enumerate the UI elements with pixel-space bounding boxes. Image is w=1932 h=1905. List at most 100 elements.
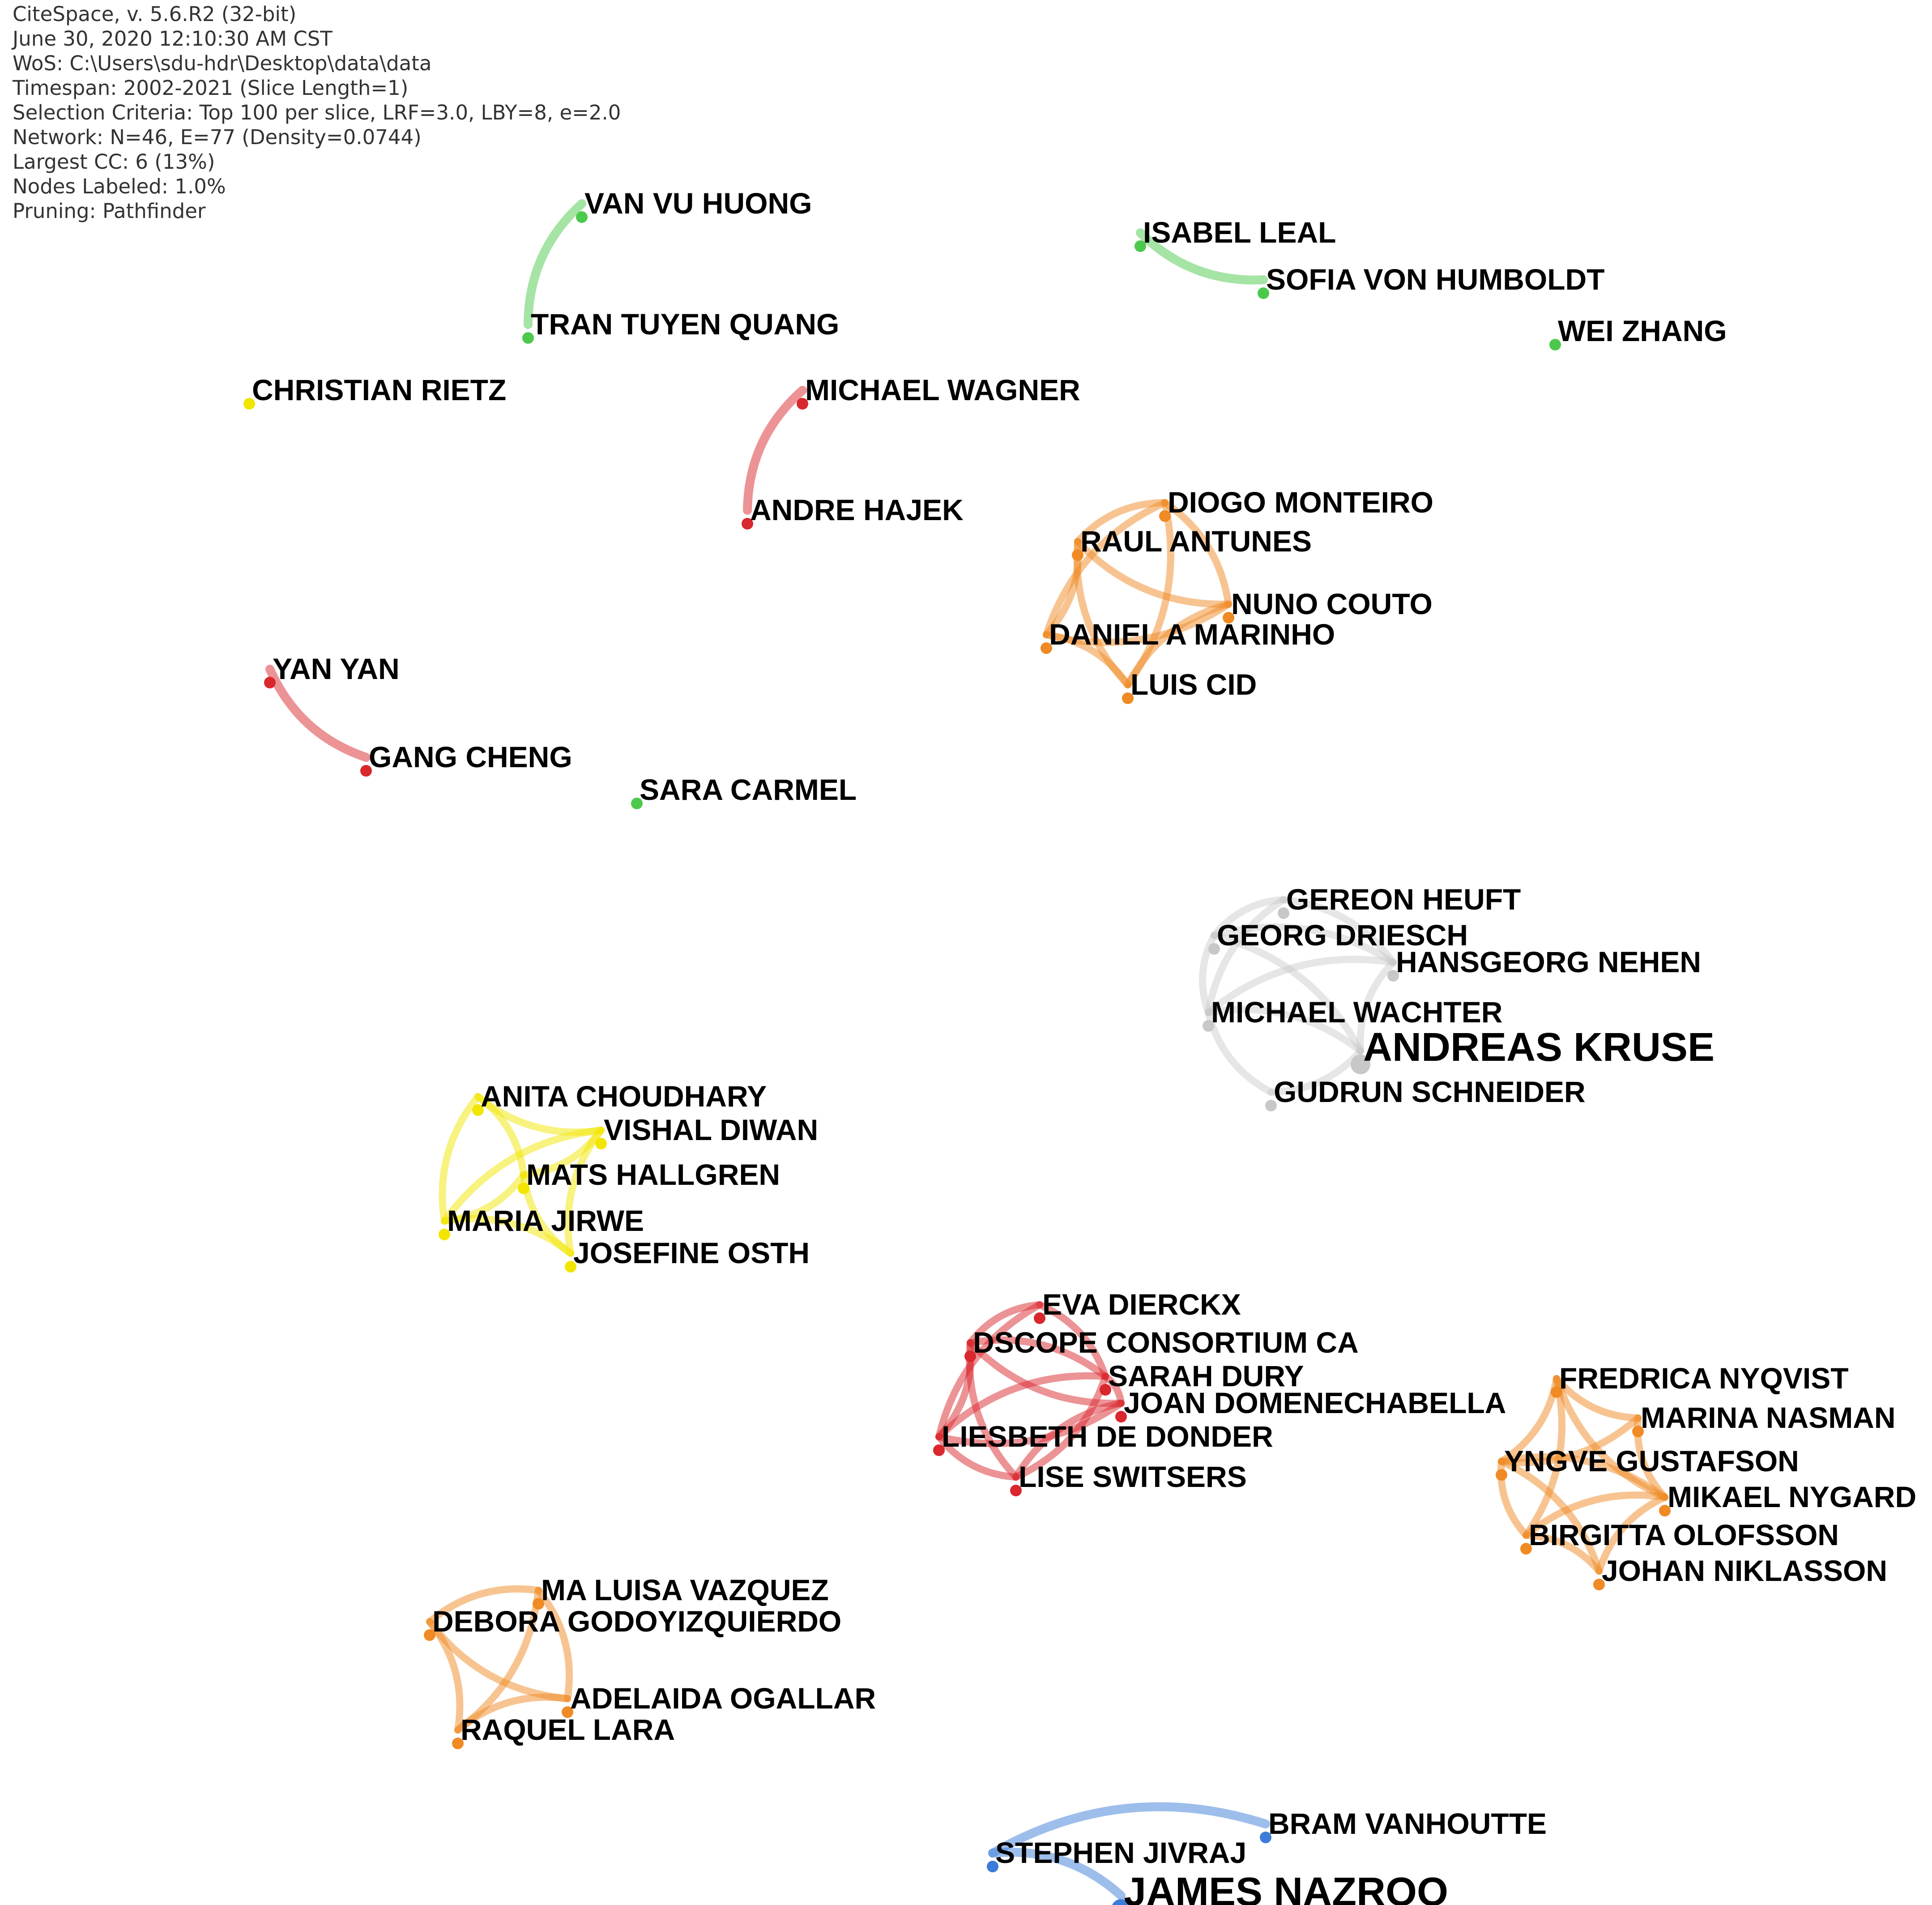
author-label-joan-domenechabella: JOAN DOMENECHABELLA [1124, 1386, 1506, 1419]
author-node-james-nazroo[interactable] [1111, 1899, 1131, 1905]
author-node-anita-choudhary[interactable] [472, 1104, 484, 1116]
author-node-christian-rietz[interactable] [243, 398, 255, 410]
author-label-lise-switsers: LISE SWITSERS [1019, 1460, 1247, 1493]
author-node-luis-cid[interactable] [1122, 692, 1134, 704]
author-node-michael-wachter[interactable] [1203, 1020, 1214, 1032]
coauthor-edge [743, 386, 807, 515]
author-node-mats-hallgren[interactable] [518, 1183, 529, 1194]
author-label-diogo-monteiro: DIOGO MONTEIRO [1168, 486, 1433, 519]
author-node-liesbeth-de-donder[interactable] [933, 1444, 945, 1456]
author-label-mikael-nygard: MIKAEL NYGARD [1668, 1480, 1916, 1513]
author-label-birgitta-olofsson: BIRGITTA OLOFSSON [1529, 1518, 1839, 1551]
coauthor-edge [1523, 1491, 1668, 1539]
author-node-bram-vanhoutte[interactable] [1260, 1832, 1271, 1843]
author-node-raul-antunes[interactable] [1072, 549, 1083, 561]
author-node-debora-godoyizquierdo[interactable] [424, 1629, 435, 1641]
author-node-joan-domenechabella[interactable] [1115, 1411, 1127, 1422]
info-line: Nodes Labeled: 1.0% [13, 175, 226, 198]
author-node-ma-luisa-vazquez[interactable] [533, 1598, 544, 1610]
author-node-isabel-leal[interactable] [1134, 240, 1146, 252]
coauthor-edge [1553, 1375, 1642, 1422]
author-node-marina-nasman[interactable] [1632, 1426, 1644, 1437]
author-node-gang-cheng[interactable] [360, 765, 372, 777]
author-node-dscope-consortium-ca[interactable] [964, 1350, 976, 1362]
coauthor-edge [935, 1372, 1109, 1440]
coauthor-edge [966, 1339, 1019, 1481]
author-label-georg-driesch: GEORG DRIESCH [1217, 918, 1468, 952]
author-node-raquel-lara[interactable] [452, 1738, 464, 1749]
author-label-sara-carmel: SARA CARMEL [640, 773, 857, 806]
author-label-yan-yan: YAN YAN [273, 652, 400, 685]
author-node-van-vu-huong[interactable] [576, 211, 588, 223]
coauthor-edge [426, 1585, 542, 1625]
coauthor-edge [1523, 1532, 1603, 1575]
author-label-sarah-dury: SARAH DURY [1108, 1359, 1304, 1392]
author-node-sarah-dury[interactable] [1100, 1384, 1111, 1396]
author-node-nuno-couto[interactable] [1223, 612, 1234, 624]
author-node-eva-dierckx[interactable] [1034, 1312, 1045, 1324]
author-node-gereon-heuft[interactable] [1278, 907, 1289, 919]
coauthor-edge [1043, 631, 1131, 688]
coauthor-edge [474, 1093, 527, 1179]
author-node-gudrun-schneider[interactable] [1265, 1100, 1277, 1111]
coauthor-edge [1280, 896, 1397, 966]
author-node-tran-tuyen-quang[interactable] [522, 332, 534, 344]
author-label-anita-choudhary: ANITA CHOUDHARY [481, 1080, 767, 1113]
author-label-raul-antunes: RAUL ANTUNES [1080, 525, 1312, 558]
author-node-daniel-a-marinho[interactable] [1041, 642, 1052, 654]
author-node-andreas-kruse[interactable] [1351, 1055, 1370, 1074]
author-label-marina-nasman: MARINA NASMAN [1641, 1401, 1896, 1434]
coauthor-edge [1498, 1458, 1603, 1575]
author-label-eva-dierckx: EVA DIERCKX [1042, 1288, 1241, 1321]
coauthor-edge [564, 1127, 605, 1257]
coauthor-edge [967, 1336, 1109, 1380]
coauthor-edge [454, 1587, 542, 1734]
author-node-michael-wagner[interactable] [797, 398, 808, 410]
info-line: Pruning: Pathfinder [13, 199, 206, 223]
author-node-adelaida-ogallar[interactable] [562, 1706, 573, 1718]
author-node-stephen-jivraj[interactable] [987, 1861, 998, 1872]
coauthor-edge [1498, 1414, 1642, 1466]
author-node-hansgeorg-nehen[interactable] [1387, 970, 1399, 982]
author-node-mikael-nygard[interactable] [1659, 1505, 1671, 1516]
coauthor-edge [935, 1400, 1125, 1448]
author-node-josefine-osth[interactable] [565, 1261, 576, 1273]
info-line: Selection Criteria: Top 100 per slice, L… [13, 101, 621, 124]
author-node-birgitta-olofsson[interactable] [1520, 1543, 1532, 1555]
network-info-panel: CiteSpace, v. 5.6.R2 (32-bit) June 30, 2… [13, 2, 621, 223]
author-node-yan-yan[interactable] [264, 677, 276, 688]
author-label-maria-jirwe: MARIA JIRWE [447, 1204, 644, 1237]
coauthor-edge [441, 1215, 574, 1257]
author-node-fredrica-nyqvist[interactable] [1551, 1386, 1562, 1398]
coauthor-edge [1211, 923, 1397, 966]
author-label-andre-hajek: ANDRE HAJEK [750, 493, 964, 526]
coauthor-edge [441, 1127, 605, 1225]
author-node-sofia-von-humboldt[interactable] [1258, 287, 1269, 299]
coauthor-edge [1523, 1375, 1565, 1539]
author-label-isabel-leal: ISABEL LEAL [1143, 216, 1336, 249]
author-node-vishal-diwan[interactable] [595, 1138, 607, 1149]
author-node-lise-switsers[interactable] [1010, 1485, 1022, 1496]
coauthor-edge [988, 1848, 1126, 1900]
author-node-maria-jirwe[interactable] [439, 1229, 450, 1240]
info-line: Timespan: 2002-2021 (Slice Length=1) [13, 76, 409, 100]
author-node-andre-hajek[interactable] [742, 518, 753, 530]
author-label-gang-cheng: GANG CHENG [369, 740, 572, 773]
coauthor-edge [265, 665, 371, 762]
author-node-yngve-gustafson[interactable] [1496, 1469, 1507, 1481]
author-node-sara-carmel[interactable] [631, 798, 643, 809]
author-label-johan-niklasson: JOHAN NIKLASSON [1602, 1554, 1887, 1587]
author-label-josefine-osth: JOSEFINE OSTH [573, 1236, 810, 1269]
author-node-diogo-monteiro[interactable] [1159, 510, 1171, 522]
author-label-dscope-consortium-ca: DSCOPE CONSORTIUM CA [973, 1326, 1359, 1359]
author-label-wei-zhang: WEI ZHANG [1558, 314, 1727, 347]
author-node-johan-niklasson[interactable] [1593, 1579, 1605, 1590]
author-node-georg-driesch[interactable] [1208, 943, 1220, 955]
coauthor-edge [935, 1433, 1019, 1481]
info-line: June 30, 2020 12:10:30 AM CST [13, 27, 333, 51]
coauthor-edge [1205, 956, 1397, 1016]
author-node-wei-zhang[interactable] [1549, 339, 1561, 350]
coauthor-edge [1012, 1373, 1109, 1481]
